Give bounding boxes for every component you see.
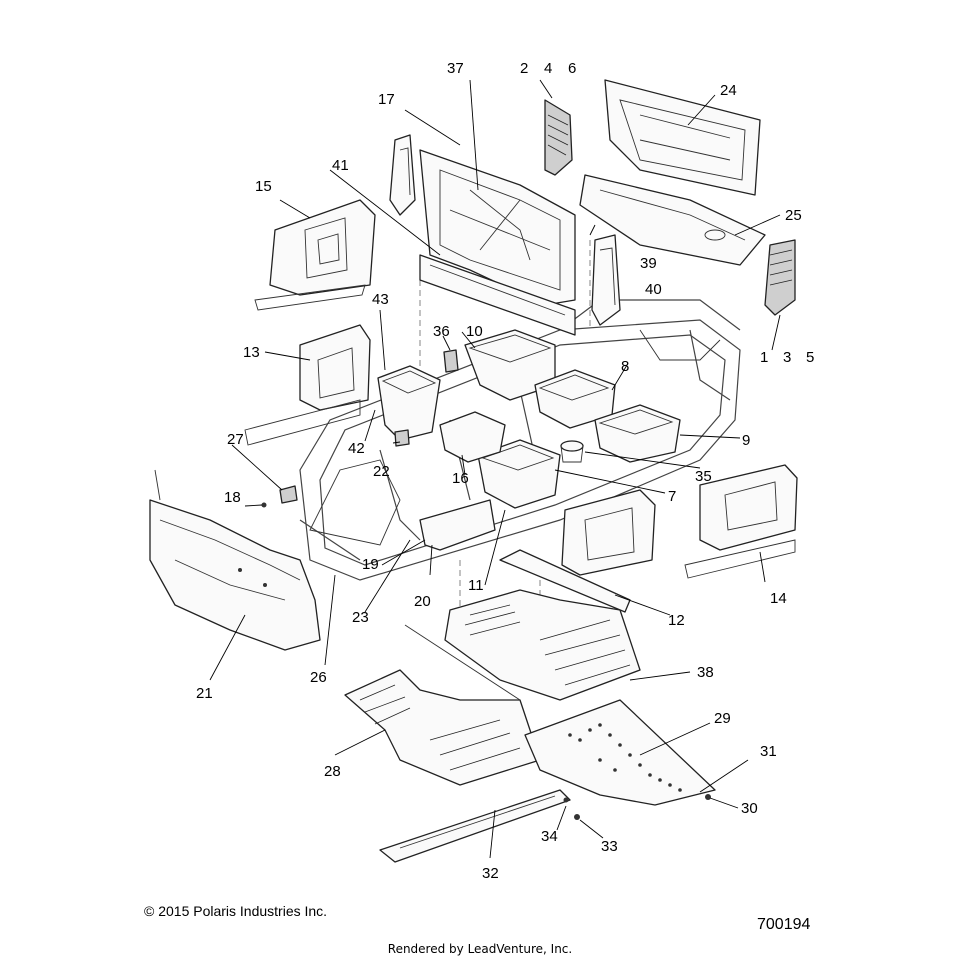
callout-9: 9 <box>742 432 750 449</box>
bracket-27 <box>279 485 298 504</box>
callout-26: 26 <box>310 669 327 686</box>
clip-36 <box>443 349 459 373</box>
fastener-18 <box>261 502 267 508</box>
storage-bin-43 <box>377 365 441 441</box>
callout-17: 17 <box>378 91 395 108</box>
front-floor-pan <box>344 624 541 786</box>
callout-31: 31 <box>760 743 777 760</box>
front-dash-panel <box>149 469 321 651</box>
callout-40: 40 <box>645 281 662 298</box>
callout-5: 5 <box>806 349 814 366</box>
left-rear-door-panel <box>254 199 376 311</box>
callout-35: 35 <box>695 468 712 485</box>
callout-38: 38 <box>697 664 714 681</box>
callout-34: 34 <box>541 828 558 845</box>
callout-32: 32 <box>482 865 499 882</box>
callout-29: 29 <box>714 710 731 727</box>
cup-holder-35 <box>560 440 584 463</box>
storage-bin-9 <box>594 404 681 463</box>
callout-24: 24 <box>720 82 737 99</box>
callout-4: 4 <box>544 60 552 77</box>
right-front-door-panel <box>561 489 656 576</box>
callout-25: 25 <box>785 207 802 224</box>
callout-23: 23 <box>352 609 369 626</box>
callout-22: 22 <box>373 463 390 480</box>
callout-21: 21 <box>196 685 213 702</box>
callout-11: 11 <box>468 577 484 594</box>
skid-plate-29 <box>524 699 716 806</box>
center-pillar-panel <box>591 234 621 326</box>
callout-6: 6 <box>568 60 576 77</box>
lower-rear-panel <box>579 174 766 266</box>
right-rear-door-panel <box>684 464 798 579</box>
figure-number: 700194 <box>757 916 811 933</box>
rear-bulkhead-panel <box>419 149 576 306</box>
callout-2: 2 <box>520 60 528 77</box>
right-rear-corner-panel <box>764 239 796 316</box>
callout-1: 1 <box>760 349 768 366</box>
callout-3: 3 <box>783 349 791 366</box>
callout-33: 33 <box>601 838 618 855</box>
callout-16: 16 <box>452 470 469 487</box>
fastener-33 <box>574 814 580 820</box>
callout-labels: 1 3 5 2 4 6 24 25 39 40 37 17 41 15 13 4… <box>196 60 814 882</box>
storage-bin-16 <box>439 411 506 463</box>
callout-7: 7 <box>668 488 676 505</box>
right-upper-panel <box>544 99 573 176</box>
leader-lines <box>209 79 781 859</box>
callout-12: 12 <box>668 612 685 629</box>
callout-20: 20 <box>414 593 431 610</box>
left-pillar-panel <box>389 134 416 216</box>
callout-42: 42 <box>348 440 365 457</box>
callout-37: 37 <box>447 60 464 77</box>
callout-10: 10 <box>466 323 483 340</box>
callout-43: 43 <box>372 291 389 308</box>
callout-39: 39 <box>640 255 657 272</box>
callout-14: 14 <box>770 590 787 607</box>
callout-27: 27 <box>227 431 244 448</box>
copyright-notice: © 2015 Polaris Industries Inc. <box>144 903 328 919</box>
fastener-34 <box>563 797 569 803</box>
callout-30: 30 <box>741 800 758 817</box>
fastener-30 <box>705 794 711 800</box>
rear-floor-pan <box>444 589 641 701</box>
upper-rear-panel <box>604 79 761 196</box>
callout-41: 41 <box>332 157 349 174</box>
rear-crossmember <box>419 254 576 336</box>
callout-36: 36 <box>433 323 450 340</box>
left-front-door-panel <box>244 324 371 446</box>
clip-22 <box>394 429 410 447</box>
callout-19: 19 <box>362 556 379 573</box>
callout-8: 8 <box>621 358 629 375</box>
render-credit: Rendered by LeadVenture, Inc. <box>387 942 573 956</box>
callout-28: 28 <box>324 763 341 780</box>
callout-18: 18 <box>224 489 241 506</box>
rocker-plate-32 <box>379 789 571 863</box>
storage-bin-7 <box>477 439 561 509</box>
callout-13: 13 <box>243 344 260 361</box>
callout-15: 15 <box>255 178 272 195</box>
